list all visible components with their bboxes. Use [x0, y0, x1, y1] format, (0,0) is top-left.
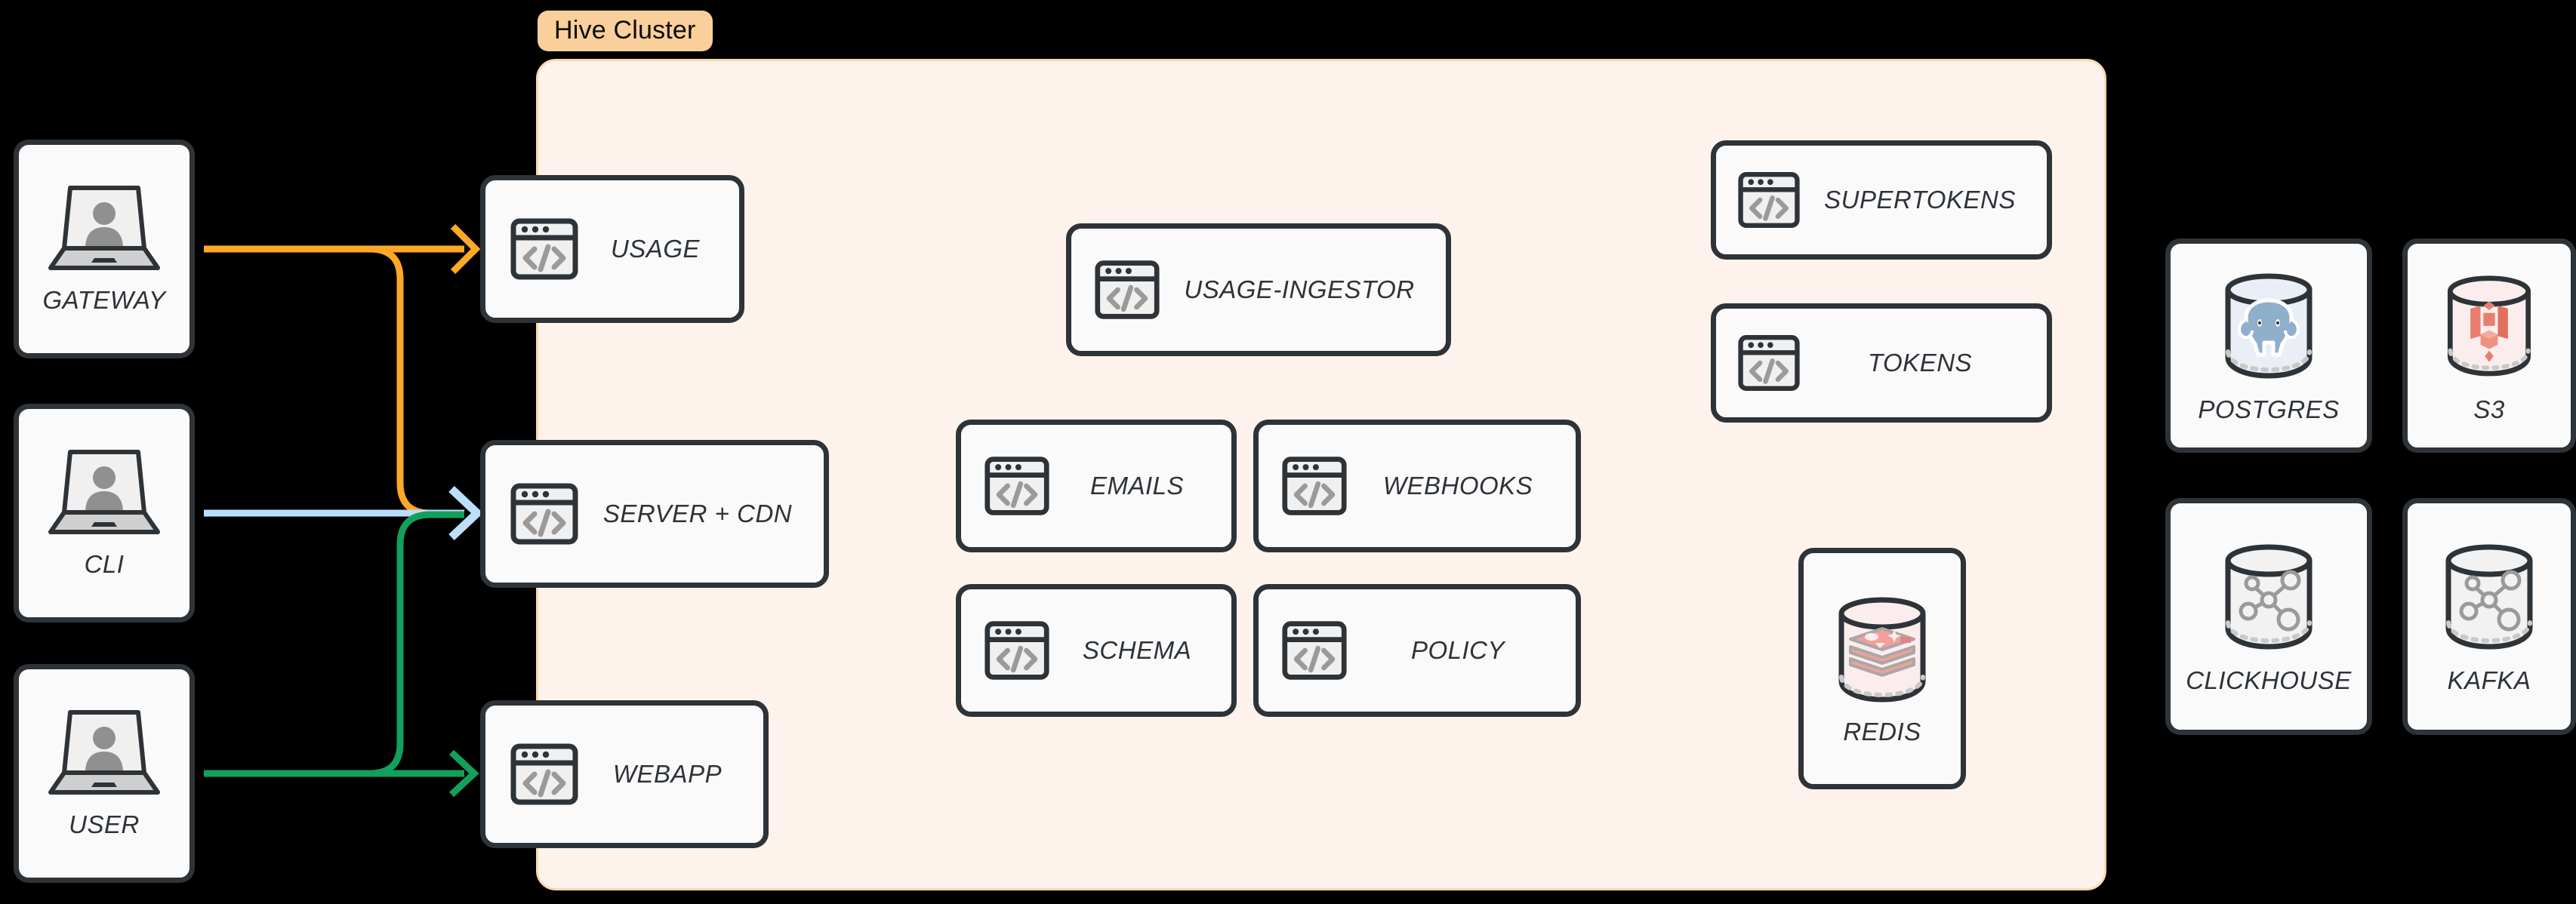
redis-database-icon [1829, 591, 1935, 704]
postgres-database-icon [2216, 267, 2322, 382]
node-postgres[interactable]: POSTGRES [2165, 238, 2372, 453]
node-label: SUPERTOKENS [1824, 186, 2016, 214]
edge-gateway-to-server-cdn [204, 245, 464, 517]
node-label: POLICY [1410, 636, 1505, 664]
edge-gateway-to-usage [204, 223, 481, 275]
node-label: CLICKHOUSE [2186, 666, 2352, 694]
node-label: EMAILS [1089, 472, 1185, 500]
node-label: USAGE-INGESTOR [1184, 275, 1415, 303]
hive-cluster-label: Hive Cluster [538, 11, 713, 51]
node-cli[interactable]: CLI [14, 404, 195, 623]
code-window-icon [1737, 331, 1801, 395]
edge-user-to-webapp [204, 749, 479, 798]
code-window-icon [510, 479, 579, 549]
node-usage[interactable]: USAGE [480, 175, 744, 323]
node-redis[interactable]: REDIS [1798, 548, 1966, 789]
node-webhooks[interactable]: WEBHOOKS [1253, 420, 1581, 552]
node-s3[interactable]: S3 [2402, 238, 2576, 453]
code-window-icon [1094, 257, 1160, 323]
code-window-icon [1281, 453, 1348, 519]
laptop-user-icon [48, 183, 161, 272]
node-label: USER [69, 810, 140, 838]
generic-database-icon [2216, 538, 2322, 653]
node-label: POSTGRES [2198, 395, 2340, 423]
s3-database-icon [2439, 267, 2540, 382]
node-label: KAFKA [2447, 666, 2531, 694]
node-webapp[interactable]: WEBAPP [480, 700, 769, 848]
edge-cli-to-server-cdn [204, 485, 484, 541]
code-window-icon [984, 453, 1050, 519]
node-label: CLI [84, 550, 125, 578]
node-label: WEBAPP [612, 760, 723, 788]
node-clickhouse[interactable]: CLICKHOUSE [2165, 498, 2372, 735]
node-schema[interactable]: SCHEMA [956, 584, 1237, 717]
node-label: GATEWAY [42, 286, 166, 314]
laptop-user-icon [48, 447, 161, 537]
code-window-icon [1737, 168, 1801, 232]
generic-database-icon [2436, 538, 2542, 653]
node-supertokens[interactable]: SUPERTOKENS [1711, 140, 2052, 260]
code-window-icon [984, 617, 1050, 684]
code-window-icon [510, 214, 579, 284]
node-label: SERVER + CDN [602, 500, 793, 527]
code-window-icon [1281, 617, 1348, 684]
node-kafka[interactable]: KAFKA [2402, 498, 2576, 735]
node-tokens[interactable]: TOKENS [1711, 303, 2052, 423]
node-label: REDIS [1843, 718, 1921, 746]
node-label: SCHEMA [1082, 636, 1192, 664]
code-window-icon [510, 739, 579, 809]
node-label: S3 [2473, 395, 2505, 423]
edge-user-to-server-cdn [204, 511, 464, 777]
node-gateway[interactable]: GATEWAY [14, 140, 195, 358]
node-policy[interactable]: POLICY [1253, 584, 1581, 717]
node-usage-ingestor[interactable]: USAGE-INGESTOR [1066, 223, 1451, 356]
node-label: USAGE [610, 235, 701, 263]
node-user[interactable]: USER [14, 664, 195, 883]
laptop-user-icon [48, 708, 161, 797]
node-emails[interactable]: EMAILS [956, 420, 1237, 552]
node-label: TOKENS [1867, 349, 1973, 377]
node-label: WEBHOOKS [1382, 472, 1533, 500]
node-server-cdn[interactable]: SERVER + CDN [480, 440, 829, 588]
